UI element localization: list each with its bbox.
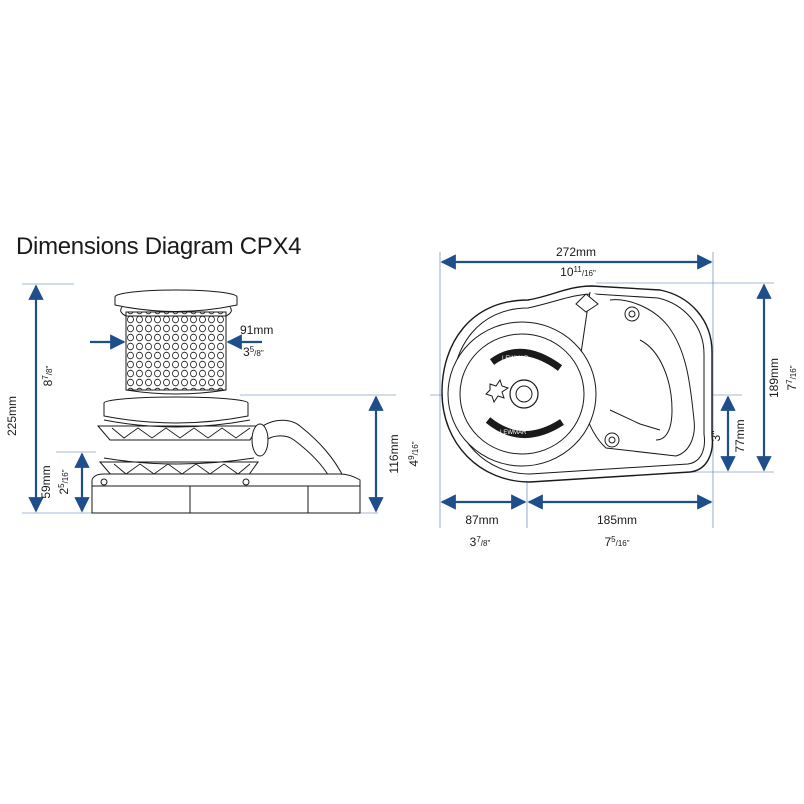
width-total-mm: 272mm — [556, 245, 596, 259]
brand-text-upper: LEWMAR — [502, 356, 529, 362]
offset-lower-mm: 77mm — [733, 419, 747, 452]
gypsy-disk: LEWMAR LEWMAR — [447, 321, 597, 467]
height-base-mm: 59mm — [39, 465, 53, 498]
offset-right-mm: 185mm — [597, 513, 637, 527]
height-total-mm-right: 189mm — [767, 358, 781, 398]
drum — [114, 289, 238, 395]
lower-gypsy — [98, 457, 259, 477]
offset-left-mm: 87mm — [465, 513, 498, 527]
height-gypsy-in: 49/16" — [407, 441, 421, 466]
side-view: 225mm 87/8" 59mm 25/16" 116mm 49/16" 91m… — [5, 283, 421, 514]
chain-pipe — [249, 419, 345, 479]
height-total-in: 87/8" — [41, 366, 55, 387]
width-total-in: 1011/16" — [560, 265, 596, 279]
drum-diameter-mm: 91mm — [240, 323, 273, 337]
upper-gypsy — [96, 419, 264, 441]
page-title: Dimensions Diagram CPX4 — [16, 233, 302, 260]
height-total-mm: 225mm — [5, 396, 19, 436]
top-dimensions — [440, 254, 772, 510]
side-dimensions — [28, 284, 384, 513]
brand-text-lower: LEWMAR — [500, 430, 527, 436]
brand-band-upper — [489, 348, 563, 371]
stripper-flange — [103, 396, 249, 424]
offset-right-in: 75/16" — [604, 535, 629, 549]
drum-diameter-in: 35/8" — [243, 345, 264, 359]
brand-band-lower — [485, 417, 564, 438]
offset-left-in: 37/8" — [470, 535, 491, 549]
height-total-in-right: 77/16" — [785, 365, 799, 390]
offset-lower-in: 3" — [709, 431, 723, 442]
top-view: LEWMAR LEWMAR 272mm — [430, 245, 799, 549]
height-base-in: 25/16" — [57, 469, 71, 494]
height-gypsy-mm: 116mm — [387, 434, 401, 473]
mounting-bolts — [575, 293, 640, 448]
deck-base — [91, 473, 361, 514]
winch-socket-icon — [485, 378, 510, 404]
